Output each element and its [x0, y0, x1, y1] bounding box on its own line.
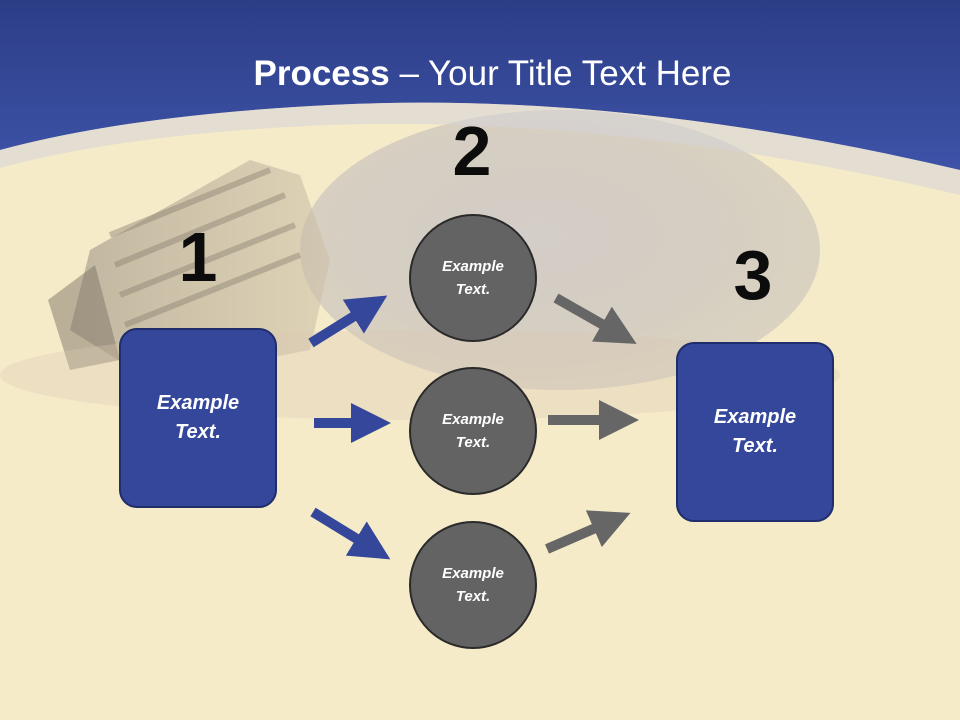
arrow-left-to-top [308, 295, 388, 348]
circle-middle-text: Example Text. [442, 411, 504, 451]
arrow-top-to-right [553, 293, 637, 344]
left-box[interactable]: Example Text. [119, 328, 277, 508]
right-box[interactable]: Example Text. [676, 342, 834, 522]
circle-top[interactable]: Example Text. [409, 214, 537, 342]
right-box-text: Example Text. [713, 406, 797, 457]
arrow-left-to-bottom [310, 507, 391, 560]
circle-bottom[interactable]: Example Text. [409, 521, 537, 649]
circle-bottom-text: Example Text. [442, 565, 504, 605]
slide-title: Process – Your Title Text Here [0, 52, 960, 96]
arrow-bottom-to-right [545, 510, 631, 554]
step-number-1: 1 [178, 218, 218, 296]
circle-top-text: Example Text. [442, 258, 504, 298]
step-number-3: 3 [733, 236, 773, 314]
left-box-text: Example Text. [156, 392, 240, 443]
step-number-2: 2 [452, 112, 492, 190]
title-bold: Process [253, 54, 390, 93]
title-rest: – Your Title Text Here [389, 54, 732, 93]
circle-middle[interactable]: Example Text. [409, 367, 537, 495]
